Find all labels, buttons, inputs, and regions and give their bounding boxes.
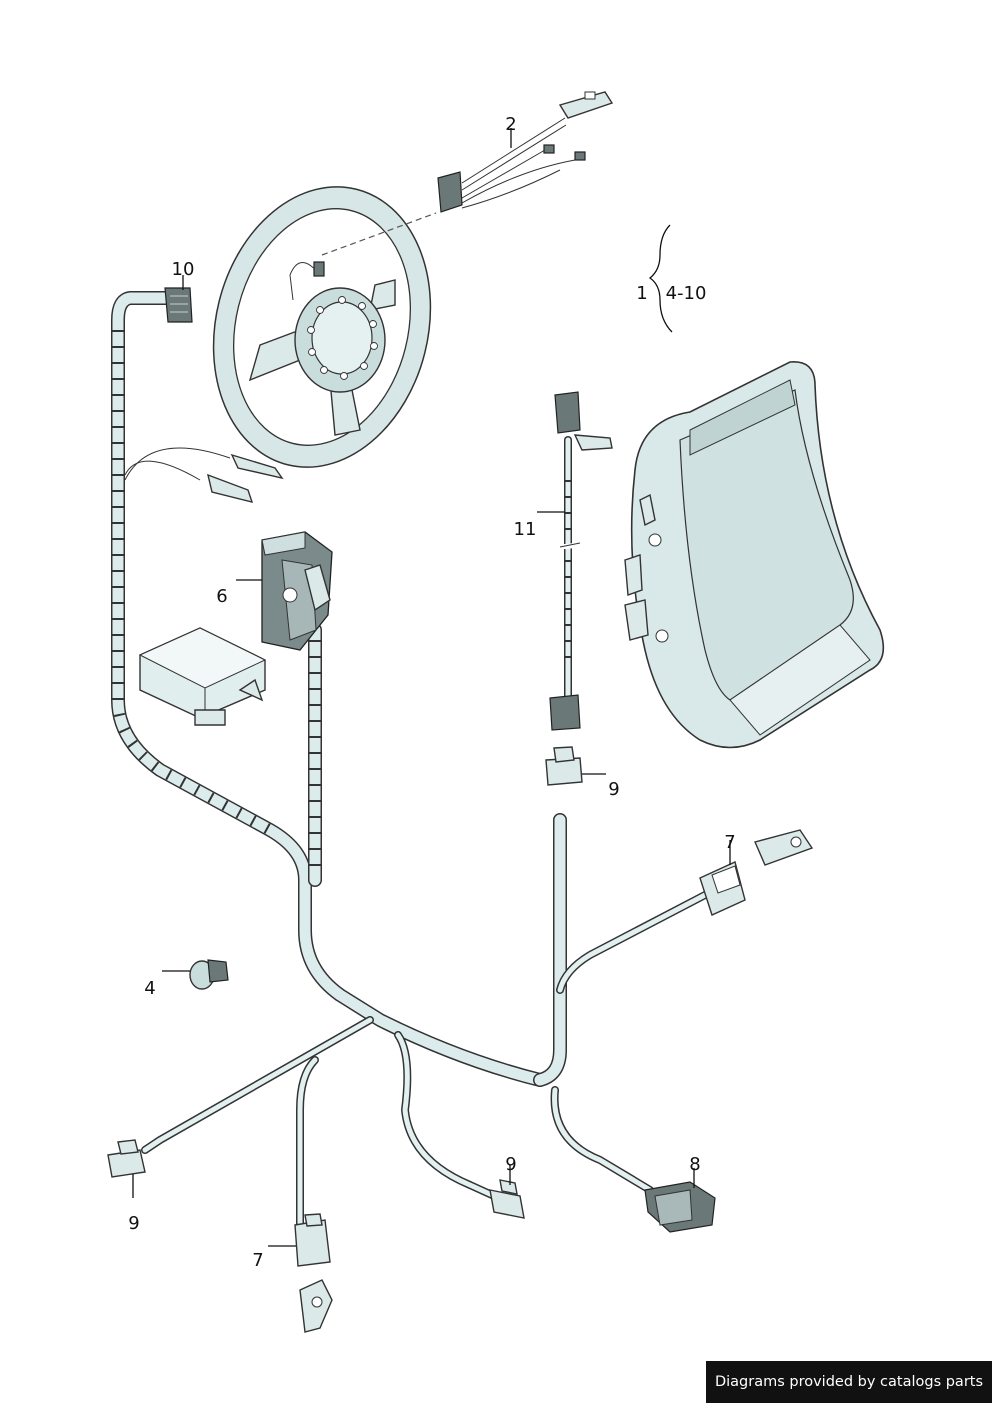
callout-7-right: 7	[724, 832, 735, 853]
credit-banner: Diagrams provided by catalogs parts	[706, 1361, 992, 1403]
sensor-4	[189, 959, 229, 990]
callout-8: 8	[689, 1154, 700, 1175]
callout-10: 10	[172, 259, 195, 280]
callout-9-upper: 9	[608, 779, 619, 800]
callout-4: 4	[144, 978, 155, 999]
callout-11: 11	[514, 519, 537, 540]
assembly-line	[321, 212, 437, 256]
connector-10	[164, 287, 193, 323]
callout-labels: 2 10 1 4-10 11 6 9 7 4 9 9 8 7	[128, 114, 735, 1271]
connector-8	[644, 1181, 716, 1233]
connector-7-right	[699, 829, 814, 916]
seat-backrest	[624, 361, 885, 749]
callout-6: 6	[216, 586, 227, 607]
callout-7-bottom: 7	[252, 1250, 263, 1271]
steering-wheel	[212, 186, 432, 468]
callout-1: 1	[636, 283, 647, 304]
main-harness	[111, 291, 709, 1229]
control-unit-connector-6	[261, 531, 333, 651]
leader-lines	[132, 128, 731, 1247]
callout-9-left: 9	[128, 1213, 139, 1234]
callout-2: 2	[505, 114, 516, 135]
connector-9-left	[107, 1139, 146, 1178]
connector-9-bottom	[489, 1179, 525, 1219]
airbag-control-unit	[138, 627, 267, 726]
callout-9-bottom: 9	[505, 1154, 516, 1175]
callout-range: 4-10	[666, 283, 707, 304]
terminals	[207, 453, 284, 503]
connector-7-bottom	[294, 1213, 333, 1333]
connector-set-2	[437, 91, 614, 213]
wiring-lead-11	[549, 391, 613, 731]
connector-9-upper	[545, 746, 583, 786]
